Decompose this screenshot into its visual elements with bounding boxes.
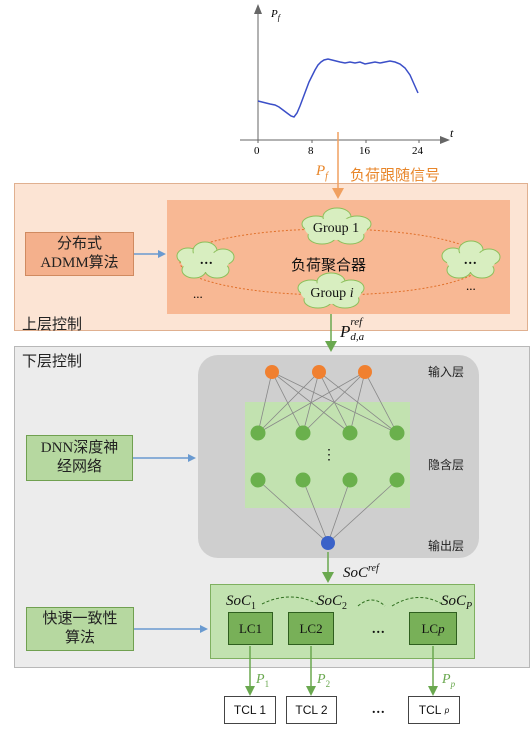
- tcl-ellipsis: ...: [372, 702, 386, 717]
- plot-tick-label-16: 16: [359, 145, 370, 157]
- upper-control-title: 上层控制: [22, 316, 83, 333]
- hidden-node-2-3: [342, 472, 358, 488]
- fast-line-2: 算法: [64, 630, 95, 646]
- admm-algorithm-box: 分布式 ADMM算法: [25, 232, 134, 276]
- signal-label: 负荷跟随信号: [350, 168, 441, 184]
- plot-signal-curve: [257, 58, 419, 118]
- load-signal-plot: [240, 4, 450, 144]
- fast-consensus-box: 快速一致性算法: [26, 607, 134, 651]
- dnn-box: DNN深度神经网络: [26, 435, 133, 481]
- cloud-left-dots: ...: [200, 253, 214, 268]
- dnn-line-1: DNN深度神: [40, 440, 119, 456]
- group-i-label: Group i: [310, 286, 354, 301]
- fast-line-1: 快速一致性: [42, 611, 118, 627]
- hidden-node-2-4: [389, 472, 405, 488]
- input-layer-label: 输入层: [428, 365, 465, 379]
- output-layer-label: 输出层: [428, 539, 465, 553]
- cloud-right: [441, 240, 501, 279]
- soc-p-label: SoCP: [441, 593, 473, 612]
- plot-y-label: Pf: [271, 8, 280, 23]
- tcl-1-box: TCL 1: [224, 696, 276, 724]
- output-node: [321, 536, 335, 550]
- cloud-group-i: [297, 272, 365, 309]
- hidden-node-1-2: [295, 425, 311, 441]
- hidden-node-1-4: [389, 425, 405, 441]
- p-1-label: P1: [256, 672, 270, 689]
- dnn-line-2: 经网络: [56, 459, 102, 475]
- socref-arrowhead: [322, 572, 334, 583]
- aggregator-label: 负荷聚合器: [291, 258, 367, 274]
- hidden-layer-dots: ⋮: [322, 448, 336, 463]
- soc-link-arc-3: [391, 597, 443, 607]
- cloud-right-dots: ...: [464, 253, 478, 268]
- lower-control-title: 下层控制: [22, 353, 83, 370]
- input-node-3: [358, 365, 372, 379]
- plot-tick-label-0: 0: [254, 145, 260, 157]
- soc-link-arc-2: [357, 599, 386, 607]
- p-2-label: P2: [317, 672, 331, 689]
- hidden-layer-label: 隐含层: [428, 458, 465, 472]
- tcl-p-box: TCL p: [408, 696, 460, 724]
- plot-x-arrowhead: [440, 136, 450, 144]
- soc-ref-label: SoCref: [343, 563, 379, 581]
- admm-line-1: 分布式: [56, 236, 102, 252]
- plot-tick-label-8: 8: [308, 145, 314, 157]
- hidden-node-1-3: [342, 425, 358, 441]
- signal-symbol: Pf: [316, 163, 328, 182]
- tcl-2-box: TCL 2: [286, 696, 337, 724]
- left-more-dots: ...: [193, 286, 203, 301]
- plot-tick-label-24: 24: [412, 145, 423, 157]
- pref-arrowhead: [325, 341, 337, 352]
- group-1-label: Group 1: [312, 221, 360, 236]
- soc-link-arc-1: [261, 596, 319, 605]
- p-p-label: Pp: [442, 672, 456, 689]
- input-node-1: [265, 365, 279, 379]
- plot-y-arrowhead: [254, 4, 262, 14]
- admm-line-2: ADMM算法: [40, 255, 119, 271]
- hidden-node-2-1: [250, 472, 266, 488]
- input-node-2: [312, 365, 326, 379]
- plot-x-label: t: [450, 126, 454, 140]
- soc-2-label: SoC2: [317, 593, 348, 612]
- hidden-layer-area: [245, 402, 410, 508]
- hidden-node-2-2: [295, 472, 311, 488]
- soc-1-label: SoC1: [226, 593, 257, 612]
- lc-ellipsis: ...: [372, 622, 386, 637]
- cloud-left: [176, 241, 235, 279]
- right-more-dots: ...: [466, 278, 476, 293]
- signal-arrowhead: [332, 188, 344, 199]
- hidden-node-1-1: [250, 425, 266, 441]
- cloud-group-1: [301, 207, 372, 245]
